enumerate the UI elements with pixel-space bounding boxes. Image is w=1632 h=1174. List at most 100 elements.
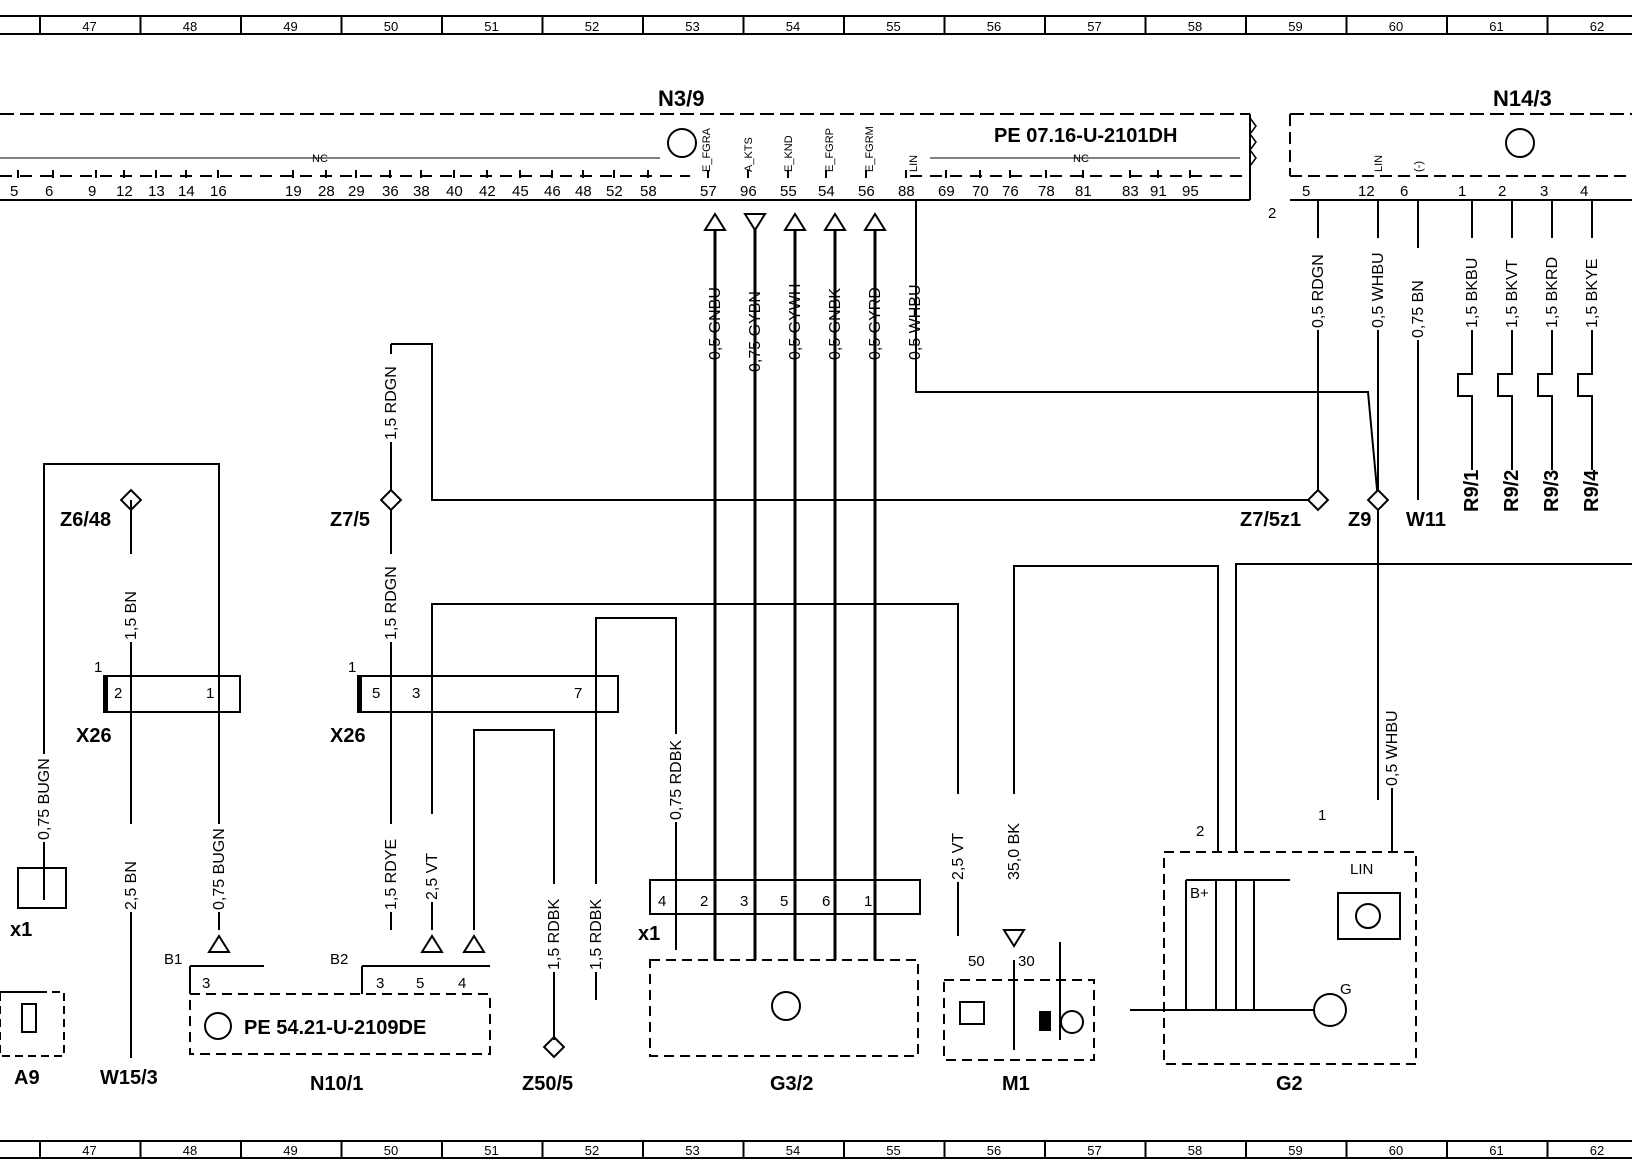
grid-column-number: 47 xyxy=(82,19,96,34)
m1-term-50: 50 xyxy=(968,953,985,970)
n3-9-pin-81: 81 xyxy=(1075,183,1092,200)
n3-9-pin-58: 58 xyxy=(640,183,657,200)
n3-9-pin-54: 54 xyxy=(818,183,835,200)
label-mask xyxy=(587,884,599,972)
grid-column-number: 52 xyxy=(585,1143,599,1158)
x26-mid-pin-5: 5 xyxy=(372,685,380,702)
b2-label: B2 xyxy=(330,951,348,968)
grid-column-number: 54 xyxy=(786,1143,800,1158)
n3-9-label: N3/9 xyxy=(658,86,704,111)
n3-9-pin-29: 29 xyxy=(348,183,365,200)
n3-9-signal: A_KTS xyxy=(743,137,755,172)
n14-3-pin-12: 12 xyxy=(1358,183,1375,200)
n3-9-signal: LIN xyxy=(908,155,920,172)
n3-9-pin-88: 88 xyxy=(898,183,915,200)
wire-label: 35,0 BK xyxy=(1006,823,1023,880)
label-mask xyxy=(1309,238,1321,330)
wire-label: 1,5 BN xyxy=(123,591,140,640)
x1-mid-pin-4: 4 xyxy=(658,893,666,910)
wire-label: 1,5 RDGN xyxy=(383,366,400,440)
n3-9-unit xyxy=(0,113,1257,201)
wire-label: 0,5 WHBU xyxy=(1384,710,1401,786)
wire-label: 1,5 RDBK xyxy=(546,899,563,970)
wire-label: 1,5 BKRD xyxy=(1544,257,1561,328)
label-mask xyxy=(382,824,394,912)
label-mask xyxy=(35,754,47,842)
m1-label: M1 xyxy=(1002,1073,1030,1095)
grid-column-number: 49 xyxy=(283,1143,297,1158)
n3-9-pin-42: 42 xyxy=(479,183,496,200)
label-mask xyxy=(1503,238,1515,330)
n10-1-label: N10/1 xyxy=(310,1073,363,1095)
r9-label: R9/3 xyxy=(1541,470,1563,512)
n3-9-pin-56: 56 xyxy=(858,183,875,200)
label-mask xyxy=(382,354,394,442)
left-wiring xyxy=(43,463,677,1058)
rdgn-wiring xyxy=(390,343,1318,936)
grid-column-number: 53 xyxy=(685,19,699,34)
grid-column-number: 61 xyxy=(1489,19,1503,34)
n3-9-pin-46: 46 xyxy=(544,183,561,200)
n3-9-pin-83: 83 xyxy=(1122,183,1139,200)
wire-label: 1,5 RDYE xyxy=(383,839,400,910)
label-mask xyxy=(1409,248,1421,340)
n3-9-arrows xyxy=(703,212,887,232)
b2-pin-4: 4 xyxy=(458,975,466,992)
wire-label: 0,5 GNBU xyxy=(707,287,724,360)
n14-3-label: N14/3 xyxy=(1493,86,1552,111)
g2-label: G2 xyxy=(1276,1073,1303,1095)
n3-9-pin-9: 9 xyxy=(88,183,96,200)
g2-g: G xyxy=(1340,981,1352,998)
n14-3-signal: (-) xyxy=(1413,161,1425,172)
n3-9-pin-40: 40 xyxy=(446,183,463,200)
grid-column-number: 57 xyxy=(1087,1143,1101,1158)
g2-component xyxy=(1013,563,1632,1065)
b1-label: B1 xyxy=(164,951,182,968)
wire-label: 2,5 VT xyxy=(950,833,967,880)
n3-9-pin-76: 76 xyxy=(1002,183,1019,200)
x26-mid-connector xyxy=(357,675,619,713)
n3-9-signal: E_FGRP xyxy=(824,128,836,172)
grid-column-number: 56 xyxy=(987,1143,1001,1158)
r9-label: R9/4 xyxy=(1581,469,1603,512)
grid-column-number: 51 xyxy=(484,19,498,34)
wire-label: 0,75 GYBN xyxy=(747,291,764,372)
wire-label: 1,5 BKVT xyxy=(1504,259,1521,328)
n3-9-pin-28: 28 xyxy=(318,183,335,200)
b1-pin-3: 3 xyxy=(202,975,210,992)
n3-9-pin-91: 91 xyxy=(1150,183,1167,200)
x1-mid-pin-3: 3 xyxy=(740,893,748,910)
grid-top xyxy=(0,15,1632,35)
label-mask xyxy=(949,794,961,882)
x1-mid-pin-5: 5 xyxy=(780,893,788,910)
grid-column-number: 48 xyxy=(183,19,197,34)
n10-1-ref: PE 54.21-U-2109DE xyxy=(244,1017,426,1039)
n14-3-pin-2: 2 xyxy=(1498,183,1506,200)
g2-lin: LIN xyxy=(1350,861,1373,878)
label-mask xyxy=(545,884,557,972)
grid-column-number: 60 xyxy=(1389,19,1403,34)
wire-label: 0,5 RDGN xyxy=(1310,254,1327,328)
n3-9-pin-96: 96 xyxy=(740,183,757,200)
n3-9-pin-48: 48 xyxy=(575,183,592,200)
m1-term-30: 30 xyxy=(1018,953,1035,970)
g3-2-component xyxy=(649,879,921,1057)
wire-label: 0,5 WHBU xyxy=(907,284,924,360)
n14-3-pin-4: 4 xyxy=(1580,183,1588,200)
grid-bottom xyxy=(0,1140,1632,1159)
n3-9-pin-5: 5 xyxy=(10,183,18,200)
x26-mid-pin-3: 3 xyxy=(412,685,420,702)
grid-column-number: 54 xyxy=(786,19,800,34)
grid-column-number: 58 xyxy=(1188,1143,1202,1158)
grid-column-number: 50 xyxy=(384,19,398,34)
n14-3-side: 2 xyxy=(1268,205,1276,222)
n14-3-pin-6: 6 xyxy=(1400,183,1408,200)
m1-component xyxy=(943,929,1095,1061)
label-mask xyxy=(667,734,679,822)
label-mask xyxy=(122,824,134,912)
